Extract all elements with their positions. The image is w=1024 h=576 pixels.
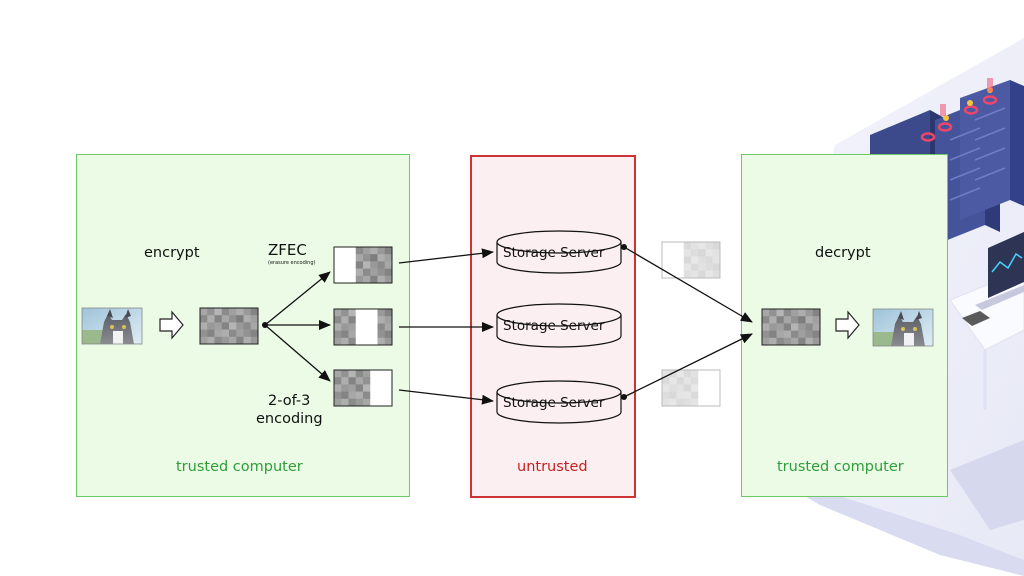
hollow-arrow-icon [835,310,860,340]
untrusted-label: untrusted [517,459,588,475]
laptop-icon [975,232,1024,310]
encoding-label-line2: encoding [256,411,323,427]
storage-server-3 [496,380,622,424]
storage-server-label-2: Storage Server [503,318,605,334]
storage-server-label-3: Storage Server [503,395,605,411]
cat-photo-icon [872,308,934,347]
trusted-computer-label-right: trusted computer [777,459,904,475]
storage-server-label-1: Storage Server [503,245,605,261]
encoding-label-line1: 2-of-3 [268,393,311,409]
share-block-3 [333,369,393,407]
encrypted-block [199,307,259,345]
ciphertext-block [761,308,821,346]
faded-share-block-1 [661,241,721,279]
arrow-share1-to-server1 [398,248,494,264]
book-icon [962,311,990,326]
share-block-2 [333,308,393,346]
trusted-computer-label-left: trusted computer [176,459,303,475]
storage-server-2 [496,303,622,348]
arrow-server3-to-decrypt [623,333,753,398]
arrow-to-share-1 [264,271,331,326]
storage-server-1 [496,230,622,274]
encrypt-label: encrypt [144,245,200,261]
platform-shadow [950,440,1024,530]
zfec-sublabel: (erasure encoding) [268,260,316,266]
arrow-share3-to-server3 [398,389,494,405]
arrow-to-share-3 [264,324,331,382]
hollow-arrow-icon [159,310,184,340]
faded-share-block-2 [661,369,721,407]
decrypt-label: decrypt [815,245,871,261]
arrow-server1-to-decrypt [623,246,753,323]
zfec-label: ZFEC [268,241,307,259]
share-block-1 [333,246,393,284]
cat-photo-icon [81,307,143,345]
